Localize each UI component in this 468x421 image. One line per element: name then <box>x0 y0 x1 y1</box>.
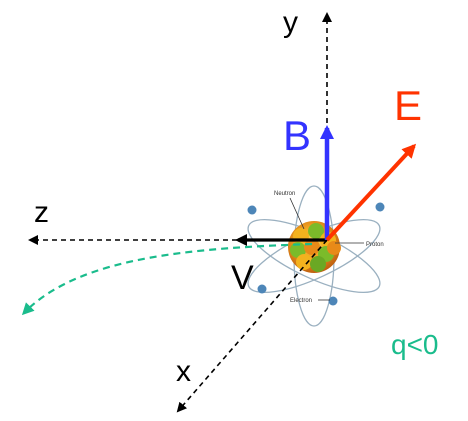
electron-1 <box>247 205 257 215</box>
atom-illustration: Neutron Proton Electron <box>247 185 385 327</box>
electron-4 <box>328 296 338 306</box>
proton-label: Proton <box>366 242 384 248</box>
electron-label: Electron <box>290 298 312 304</box>
e-field-vector <box>325 143 417 242</box>
electron-3 <box>257 284 267 294</box>
charge-label: q<0 <box>391 329 439 360</box>
x-axis-label: x <box>176 355 191 388</box>
trajectory-path <box>21 242 313 316</box>
x-axis <box>176 239 328 413</box>
velocity-label: V <box>231 259 254 297</box>
b-field-label: B <box>283 112 311 159</box>
e-field-label: E <box>394 82 422 129</box>
z-axis-label: z <box>34 196 49 229</box>
neutron-label: Neutron <box>274 191 295 197</box>
neutron-leader <box>289 197 305 230</box>
nucleus <box>288 221 341 273</box>
y-axis-label: y <box>283 6 298 39</box>
electron-2 <box>375 202 385 212</box>
